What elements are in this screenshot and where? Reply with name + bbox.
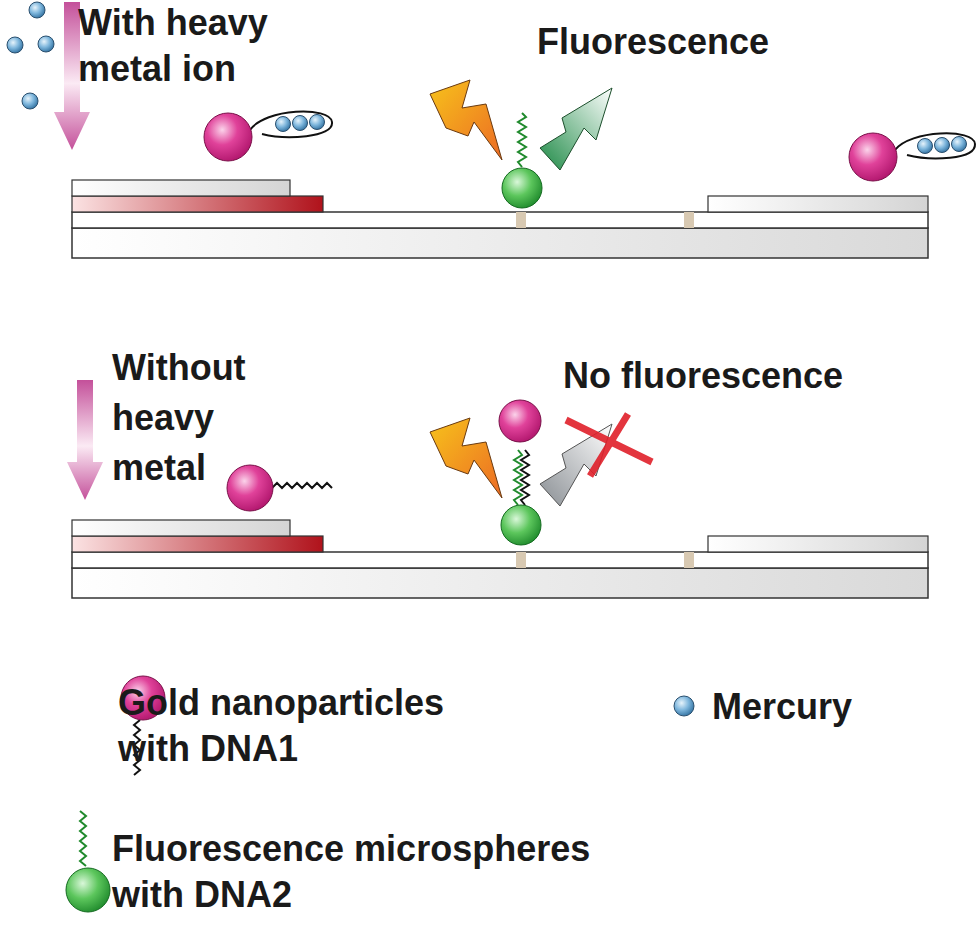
sample-pad: [72, 180, 290, 196]
mercury-ion: [276, 117, 291, 132]
mercury-ion: [935, 138, 950, 153]
emission-light: [540, 88, 612, 170]
dna2-strand: [514, 450, 522, 505]
absorbent-pad: [708, 196, 928, 212]
backing-card: [72, 568, 928, 598]
membrane: [72, 552, 928, 568]
gold-nanoparticle: [227, 465, 273, 511]
flow-arrow: [67, 380, 103, 500]
membrane: [72, 212, 928, 228]
fluorescent-microsphere: [502, 168, 542, 208]
gold-nanoparticle: [204, 113, 252, 161]
gold-nanoparticle: [499, 400, 541, 442]
legend-text: Fluorescence microspheres with DNA2: [112, 826, 622, 918]
no-signal-cross: [566, 414, 652, 476]
dna2-strand: [518, 113, 526, 167]
legend-text: Gold nanoparticles with DNA1: [118, 680, 488, 772]
dna1-strand: [521, 450, 529, 505]
sample-pad: [72, 520, 290, 536]
excitation-light: [430, 80, 502, 160]
dna1-strand: [272, 483, 332, 488]
mercury-ion: [952, 137, 967, 152]
mercury-ion: [29, 2, 45, 18]
excitation-light: [430, 418, 502, 498]
test-line: [516, 212, 526, 228]
mercury-ion: [22, 93, 38, 109]
mercury-ion: [310, 115, 325, 130]
mercury-ion: [293, 116, 308, 131]
fluorescent-microsphere: [501, 505, 541, 545]
dna2-strand: [80, 811, 86, 866]
control-line: [684, 552, 694, 568]
mercury-ion: [674, 696, 694, 716]
dna-hairpin: [250, 112, 332, 138]
signal-label: Fluorescence: [537, 20, 769, 64]
mercury-ion: [918, 139, 933, 154]
conjugate-pad: [72, 536, 323, 552]
test-line: [516, 552, 526, 568]
gold-nanoparticle: [849, 133, 897, 181]
fluorescent-microsphere: [66, 868, 110, 912]
mercury-ion: [38, 36, 54, 52]
signal-label: No fluorescence: [563, 354, 843, 398]
mercury-ion: [7, 37, 23, 53]
control-line: [684, 212, 694, 228]
backing-card: [72, 228, 928, 258]
dna-hairpin: [895, 133, 975, 158]
condition-label: Without heavy metal: [112, 343, 277, 493]
conjugate-pad: [72, 196, 323, 212]
legend-text: Mercury: [712, 684, 852, 730]
absorbent-pad: [708, 536, 928, 552]
condition-label: With heavy metal ion: [78, 0, 318, 92]
